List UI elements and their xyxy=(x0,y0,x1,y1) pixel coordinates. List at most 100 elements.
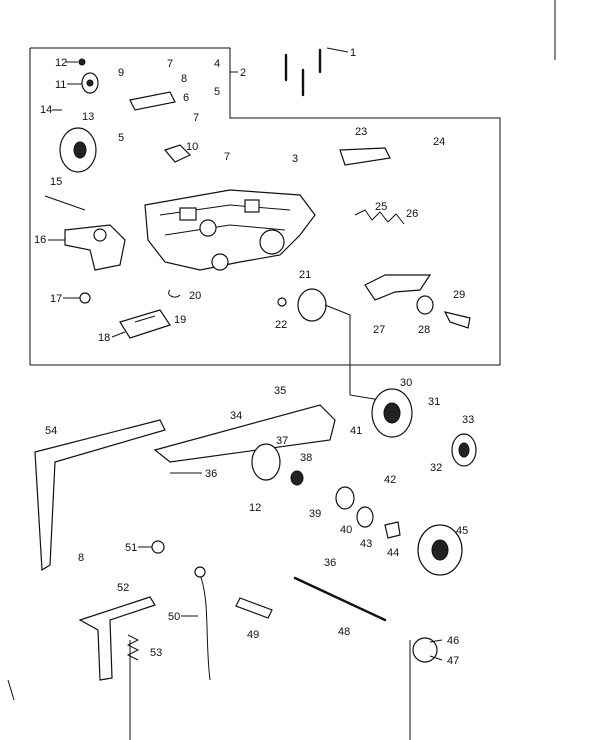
link-40 xyxy=(335,486,355,510)
screw-22 xyxy=(277,297,287,307)
callout-30: 30 xyxy=(400,377,412,389)
callout-14: 14 xyxy=(40,104,52,116)
callout-10: 10 xyxy=(186,141,198,153)
callout-32: 32 xyxy=(430,462,442,474)
callout-49: 49 xyxy=(247,629,259,641)
pulley-13 xyxy=(59,127,97,173)
callout-52: 52 xyxy=(117,582,129,594)
callout-20: 20 xyxy=(189,290,201,302)
frame-lines xyxy=(7,0,556,740)
gear-33 xyxy=(451,433,477,467)
plate-6 xyxy=(129,91,176,111)
callout-40: 40 xyxy=(340,524,352,536)
callout-44: 44 xyxy=(387,547,399,559)
callout-18: 18 xyxy=(98,332,110,344)
callout-47: 47 xyxy=(447,655,459,667)
callout-35: 35 xyxy=(274,385,286,397)
callout-28: 28 xyxy=(418,324,430,336)
screws-1 xyxy=(284,48,322,97)
collar-28 xyxy=(416,295,434,315)
collar-38 xyxy=(290,470,304,486)
callout-4: 4 xyxy=(214,58,220,70)
block-44 xyxy=(384,521,401,539)
callout-37: 37 xyxy=(276,435,288,447)
callout-53: 53 xyxy=(150,647,162,659)
rod-50 xyxy=(199,574,211,681)
callout-54: 54 xyxy=(45,425,57,437)
callout-34: 34 xyxy=(230,410,242,422)
callout-8: 8 xyxy=(181,73,187,85)
callout-51: 51 xyxy=(125,542,137,554)
shaft-line xyxy=(324,304,381,401)
rod-50-head xyxy=(194,566,206,578)
lever-23 xyxy=(339,147,391,166)
screw-29 xyxy=(443,311,471,329)
callout-27: 27 xyxy=(373,324,385,336)
callout-41: 41 xyxy=(350,425,362,437)
screw-12 xyxy=(78,58,86,66)
bushing-11 xyxy=(81,72,99,94)
bracket-16 xyxy=(64,224,126,271)
callout-38: 38 xyxy=(300,452,312,464)
callout-19: 19 xyxy=(174,314,186,326)
callout-9: 9 xyxy=(118,67,124,79)
callout-31: 31 xyxy=(428,396,440,408)
callout-26: 26 xyxy=(406,208,418,220)
screw-49 xyxy=(235,597,273,619)
callout-36: 36 xyxy=(205,468,217,480)
spring-25 xyxy=(354,209,405,225)
upper-housing xyxy=(144,189,316,271)
callout-29: 29 xyxy=(453,289,465,301)
washer-43 xyxy=(356,506,374,528)
callout-2: 2 xyxy=(240,67,246,79)
plate-18 xyxy=(119,309,171,339)
callout-11: 11 xyxy=(55,79,66,91)
callout-3: 3 xyxy=(292,153,298,165)
gear-30 xyxy=(371,388,413,438)
callout-46: 46 xyxy=(447,635,459,647)
callout-43: 43 xyxy=(360,538,372,550)
callout-1: 1 xyxy=(350,47,356,59)
callout-7: 7 xyxy=(167,58,173,70)
callout-48: 48 xyxy=(338,626,350,638)
callout-5: 5 xyxy=(214,86,220,98)
callout-7: 7 xyxy=(193,112,199,124)
callout-42: 42 xyxy=(384,474,396,486)
callout-50: 50 xyxy=(168,611,180,623)
callout-36: 36 xyxy=(324,557,336,569)
callout-33: 33 xyxy=(462,414,474,426)
spring-53 xyxy=(126,634,140,661)
callout-21: 21 xyxy=(299,269,311,281)
callout-8: 8 xyxy=(78,552,84,564)
callout-6: 6 xyxy=(183,92,189,104)
callout-39: 39 xyxy=(309,508,321,520)
gear-45 xyxy=(417,524,463,576)
callout-labels: 1 2 3 4 5 5 6 7 7 7 8 8 9 10 11 12 12 13… xyxy=(34,47,474,667)
shaft-48 xyxy=(293,576,387,622)
callout-5: 5 xyxy=(118,132,124,144)
callout-7: 7 xyxy=(224,151,230,163)
ring-20 xyxy=(168,289,181,298)
washer-51 xyxy=(151,540,165,554)
lever-34 xyxy=(153,404,336,463)
leader-lines xyxy=(48,47,443,661)
callout-23: 23 xyxy=(355,126,367,138)
callout-17: 17 xyxy=(50,293,62,305)
screw-17 xyxy=(79,292,91,304)
callout-12: 12 xyxy=(55,57,67,69)
cam-37 xyxy=(251,443,281,481)
callout-22: 22 xyxy=(275,319,287,331)
lever-54 xyxy=(34,419,166,572)
callout-16: 16 xyxy=(34,234,46,246)
callout-12: 12 xyxy=(249,502,261,514)
lever-27 xyxy=(364,274,432,301)
callout-15: 15 xyxy=(50,176,62,188)
screw-15 xyxy=(44,195,86,211)
gear-21 xyxy=(297,288,327,322)
clip-10 xyxy=(163,144,192,163)
callout-24: 24 xyxy=(433,136,445,148)
callout-25: 25 xyxy=(375,201,387,213)
callout-45: 45 xyxy=(456,525,468,537)
